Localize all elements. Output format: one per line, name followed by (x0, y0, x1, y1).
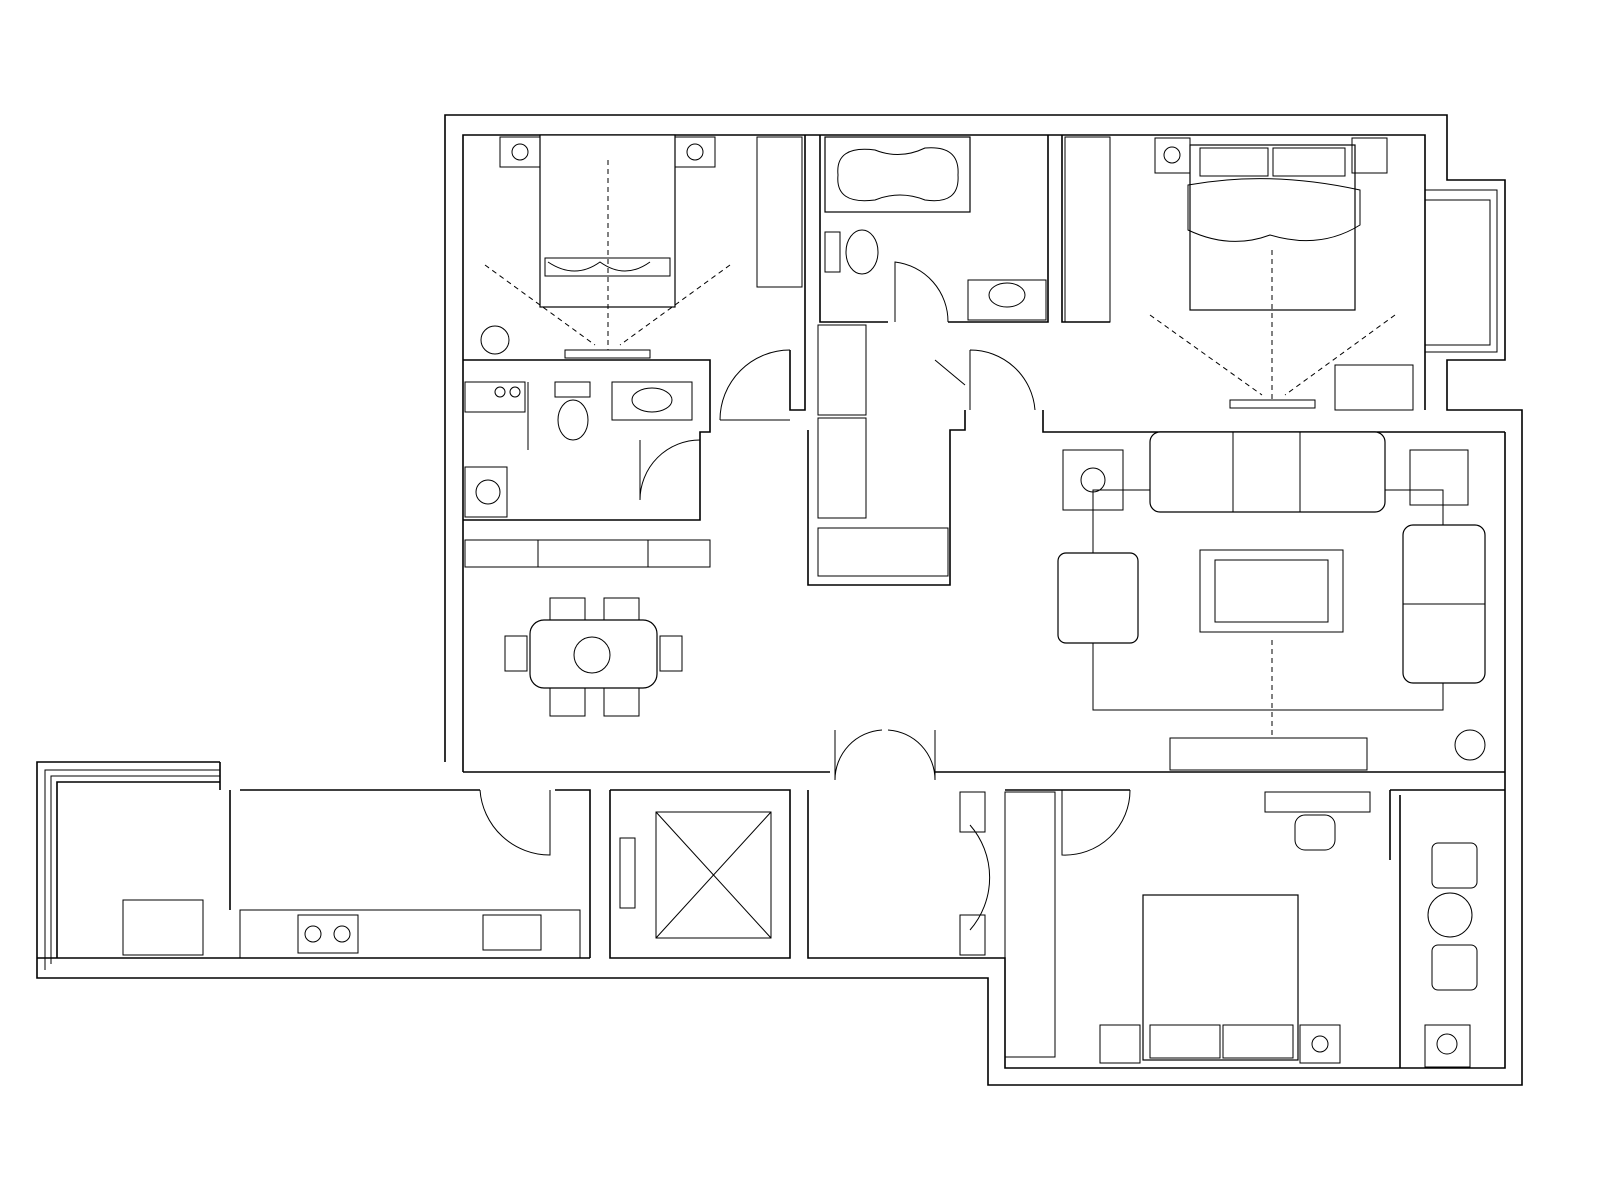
door-swing-icon (834, 729, 936, 781)
wardrobe-icon (817, 417, 867, 519)
toilet-icon (557, 399, 589, 441)
dining-area (504, 597, 683, 717)
telephone-icon (1409, 449, 1469, 506)
coffee-table-icon (1199, 549, 1344, 633)
door-swing-icon (894, 261, 949, 323)
plant-icon (480, 325, 510, 355)
door-swing-icon (969, 349, 1036, 411)
wardrobe-icon (1064, 136, 1111, 323)
wardrobe-icon (817, 527, 949, 577)
kitchen (122, 899, 581, 959)
telephone-icon (1099, 1024, 1141, 1064)
wardrobe-icon (817, 324, 867, 416)
lamp-icon (1154, 137, 1191, 174)
study (1424, 842, 1478, 1068)
door-swing-icon (639, 439, 701, 501)
door-swing-icon (969, 824, 991, 931)
sofa-icon (1149, 431, 1386, 513)
rug-icon (1092, 489, 1444, 711)
elevator-icon (655, 811, 772, 939)
sink-icon (967, 279, 1047, 321)
stove-icon (297, 914, 359, 954)
bathroom-top (824, 136, 1111, 323)
armchair-icon (1431, 944, 1478, 991)
walk-in-closet (817, 324, 949, 577)
dining-table-icon (529, 619, 658, 689)
desk-icon (1264, 791, 1371, 813)
telephone-icon (1351, 137, 1388, 174)
armchair-icon (1431, 842, 1478, 889)
elevator (619, 791, 986, 956)
desk-chair-icon (1294, 814, 1336, 851)
bay-window (1425, 189, 1498, 353)
washing-machine-icon (122, 899, 204, 956)
armchair-icon (1057, 552, 1139, 644)
plant-icon (1454, 729, 1486, 761)
double-bed-icon (1189, 144, 1356, 311)
bathtub-icon (824, 136, 971, 213)
door-swing-icon (719, 349, 791, 421)
side-table-icon (1427, 892, 1473, 938)
lamp-icon (1299, 1024, 1341, 1064)
tv-cabinet-icon (1169, 737, 1368, 771)
lamp-icon (674, 136, 716, 168)
washing-machine-icon (464, 466, 508, 518)
doors (479, 261, 1131, 931)
balcony-railing (44, 769, 220, 970)
door-swing-icon (479, 789, 551, 856)
sink-icon (482, 914, 542, 951)
wardrobe-icon (756, 136, 803, 288)
plant-icon (573, 636, 611, 674)
bathroom-small (464, 381, 711, 568)
cabinet-icon (464, 539, 711, 568)
counter-icon (239, 909, 581, 959)
master-bedroom (1149, 137, 1414, 411)
lamp-icon (1062, 449, 1124, 511)
toilet-icon (845, 229, 879, 275)
bedroom-1 (480, 134, 803, 359)
washing-machine-icon (1424, 1024, 1471, 1068)
bedroom-2 (1004, 791, 1371, 1064)
door-swing-icon (1061, 789, 1131, 856)
lamp-icon (499, 136, 541, 168)
wardrobe-icon (1004, 791, 1056, 1058)
living-room (1057, 431, 1486, 771)
sink-icon (611, 381, 693, 421)
